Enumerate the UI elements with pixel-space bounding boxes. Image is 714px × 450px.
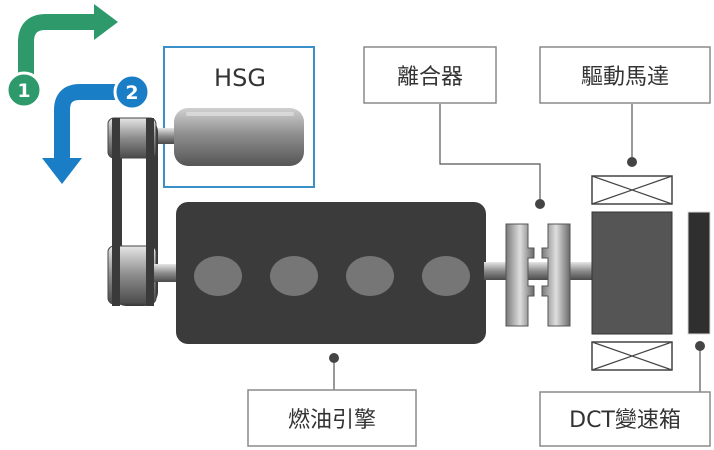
leader-motor bbox=[627, 104, 637, 167]
engine-label-box: 燃油引擎 bbox=[247, 389, 417, 447]
path-1-arrow bbox=[18, 4, 118, 82]
leader-clutch bbox=[439, 104, 545, 209]
dct-transmission bbox=[687, 211, 711, 335]
engine-block bbox=[176, 202, 486, 344]
motor-label: 驅動馬達 bbox=[581, 65, 669, 90]
path-2-arrow-body bbox=[54, 84, 128, 160]
engine-label: 燃油引擎 bbox=[288, 408, 376, 433]
engine-cylinder-3 bbox=[346, 256, 394, 296]
leader-engine bbox=[329, 353, 339, 390]
path-1-badge: 1 bbox=[5, 71, 43, 109]
engine-cylinder-2 bbox=[270, 256, 318, 296]
path-2-arrowhead bbox=[42, 158, 82, 184]
engine-cylinder-1 bbox=[194, 256, 242, 296]
clutch-label-box: 離合器 bbox=[363, 46, 497, 104]
path-1-badge-circle bbox=[5, 71, 43, 109]
hsg-label: HSG bbox=[214, 64, 266, 92]
path-1-arrowhead bbox=[94, 4, 118, 40]
clutch-plate-right bbox=[541, 223, 571, 327]
output-shaft bbox=[484, 262, 600, 280]
dct-label-box: DCT變速箱 bbox=[539, 391, 711, 447]
clutch-label: 離合器 bbox=[397, 65, 463, 90]
motor-label-box: 驅動馬達 bbox=[539, 46, 711, 104]
dct-label: DCT變速箱 bbox=[569, 408, 681, 433]
path-1-badge-number: 1 bbox=[17, 80, 30, 102]
engine-cylinder-4 bbox=[422, 256, 470, 296]
path-2-arrow bbox=[42, 84, 128, 184]
path-2-badge: 2 bbox=[113, 73, 151, 111]
clutch-plate-left bbox=[505, 223, 535, 327]
motor-stator-top bbox=[591, 175, 673, 205]
hsg-body bbox=[174, 108, 304, 166]
path-2-badge-circle bbox=[113, 73, 151, 111]
leader-dct bbox=[695, 341, 705, 392]
path-1-arrow-body bbox=[18, 14, 96, 82]
clutch-assembly bbox=[505, 223, 571, 327]
motor-stator-bottom bbox=[591, 341, 673, 371]
crank-shaft bbox=[154, 264, 182, 282]
path-2-badge-number: 2 bbox=[125, 82, 138, 104]
motor-body bbox=[591, 211, 673, 335]
